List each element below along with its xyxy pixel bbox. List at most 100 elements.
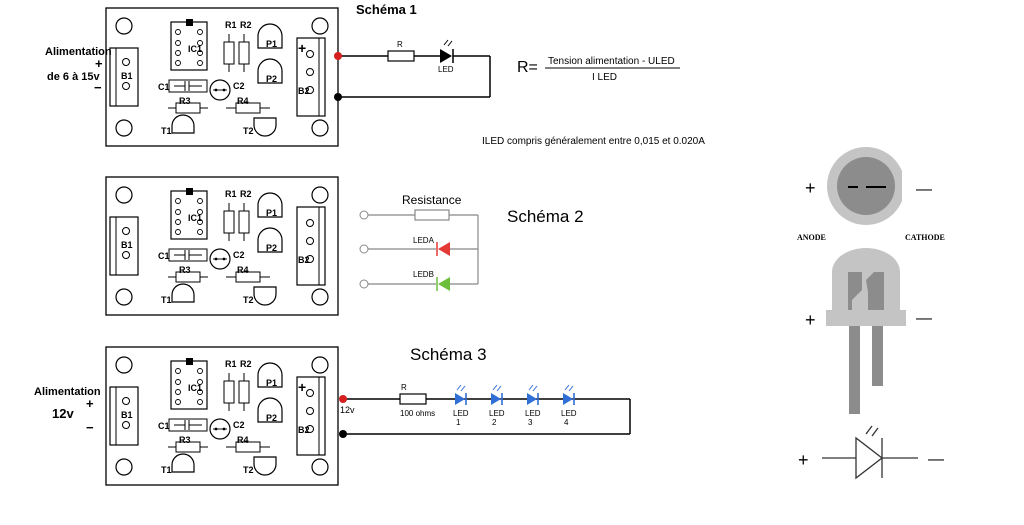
b2-plus: +	[298, 40, 306, 56]
schema-3	[105, 346, 339, 486]
r3-label-2: R3	[179, 265, 191, 275]
c2-label-3: C2	[233, 420, 245, 430]
schema-2	[105, 176, 339, 316]
led-number: 3	[528, 418, 533, 427]
supply-label: Alimentation	[45, 46, 112, 58]
b1-label-3: B1	[121, 410, 133, 420]
schema-1-title: Schéma 1	[356, 2, 417, 17]
open-terminal	[359, 210, 369, 220]
led-ray	[564, 384, 570, 391]
b2-label: B2	[298, 86, 310, 96]
led-a-label: LEDA	[413, 236, 435, 245]
t2-label: T2	[243, 126, 254, 136]
b1-label-2: B1	[121, 240, 133, 250]
led-number: 1	[456, 418, 461, 427]
led-ray	[528, 384, 534, 391]
schema-1-labels: Alimentation + de 6 à 15v − IC1 R1 R2 P1…	[45, 20, 310, 136]
c2-label-2: C2	[233, 250, 245, 260]
formula: R= Tension alimentation - ULED I LED	[517, 56, 680, 83]
led-ray	[492, 384, 498, 391]
b1-label: B1	[121, 71, 133, 81]
t1-label-3: T1	[161, 465, 172, 475]
formula-numerator: Tension alimentation - ULED	[548, 56, 675, 67]
iled-note: ILED compris généralement entre 0,015 et…	[482, 136, 705, 147]
led-triangle	[491, 393, 501, 405]
schema-2-labels: IC1 R1 R2 P1 P2 B1 B2 C1 C2 R3 R4 T1 T2	[121, 189, 310, 305]
r4-label-3: R4	[237, 435, 249, 445]
resistance-label: Resistance	[402, 193, 462, 207]
p2-label-3: P2	[266, 413, 277, 423]
schema-1-wiring	[338, 50, 491, 98]
top-plus: +	[805, 178, 816, 198]
p2-label: P2	[266, 74, 277, 84]
led-label: LED	[561, 409, 577, 418]
formula-denominator: I LED	[592, 72, 617, 83]
t2-label-3: T2	[243, 465, 254, 475]
led-schematic-symbol	[822, 425, 918, 480]
c2-label: C2	[233, 81, 245, 91]
led-label: LED	[438, 65, 454, 74]
negative-terminal	[334, 93, 342, 101]
supply-voltage: 12v	[52, 406, 74, 421]
led-triangle	[527, 393, 537, 405]
minus-sign-3: −	[86, 420, 94, 435]
r2-label-2: R2	[240, 189, 252, 199]
resistor-value: 100 ohms	[400, 409, 435, 418]
open-terminal	[359, 244, 369, 254]
b2-plus-3: +	[298, 379, 306, 395]
symbol-minus: —	[928, 451, 944, 468]
led-top-view	[827, 147, 914, 225]
r2-label: R2	[240, 20, 252, 30]
positive-terminal	[334, 52, 342, 60]
schema-1	[105, 7, 339, 147]
cathode-label: CATHODE	[905, 233, 945, 242]
b2-label-3: B2	[298, 425, 310, 435]
t1-label-2: T1	[161, 295, 172, 305]
led-b-symbol	[436, 277, 450, 291]
led-ray	[456, 384, 462, 391]
ic-label-2: IC1	[188, 213, 202, 223]
terminal-voltage: 12v	[340, 405, 355, 415]
led-ray	[460, 385, 466, 392]
schema-3-wiring	[343, 393, 631, 435]
t2-label-2: T2	[243, 295, 254, 305]
plus-sign-3: +	[86, 396, 94, 411]
c1-label: C1	[158, 82, 170, 92]
plus-sign: +	[95, 56, 103, 71]
supply-range: de 6 à 15v	[47, 71, 100, 83]
schema-2-wiring	[368, 209, 479, 285]
led-triangle	[563, 393, 573, 405]
minus-sign: −	[94, 80, 102, 95]
r3-label-3: R3	[179, 435, 191, 445]
r1-label-3: R1	[225, 359, 237, 369]
open-terminal	[359, 279, 369, 289]
led-symbol	[440, 39, 454, 63]
top-minus: —	[916, 181, 932, 198]
r3-label: R3	[179, 96, 191, 106]
ic-label: IC1	[188, 44, 202, 54]
negative-terminal-3	[339, 430, 347, 438]
positive-terminal-3	[339, 395, 347, 403]
resistor-label: R	[397, 40, 403, 49]
side-minus: —	[916, 310, 932, 327]
b2-label-2: B2	[298, 255, 310, 265]
schema-2-title: Schéma 2	[507, 207, 584, 226]
led-ray	[568, 385, 574, 392]
anode-label: ANODE	[797, 233, 826, 242]
led-label: LED	[525, 409, 541, 418]
p1-label-2: P1	[266, 208, 277, 218]
led-label: LED	[489, 409, 505, 418]
led-b-label: LEDB	[413, 270, 434, 279]
led-label: LED	[453, 409, 469, 418]
resistor-label-3: R	[401, 383, 407, 392]
t1-label: T1	[161, 126, 172, 136]
led-triangle	[455, 393, 465, 405]
r2-label-3: R2	[240, 359, 252, 369]
p2-label-2: P2	[266, 243, 277, 253]
schema-3-labels: Alimentation + 12v − IC1 R1 R2 P1 P2 B1 …	[34, 359, 310, 475]
